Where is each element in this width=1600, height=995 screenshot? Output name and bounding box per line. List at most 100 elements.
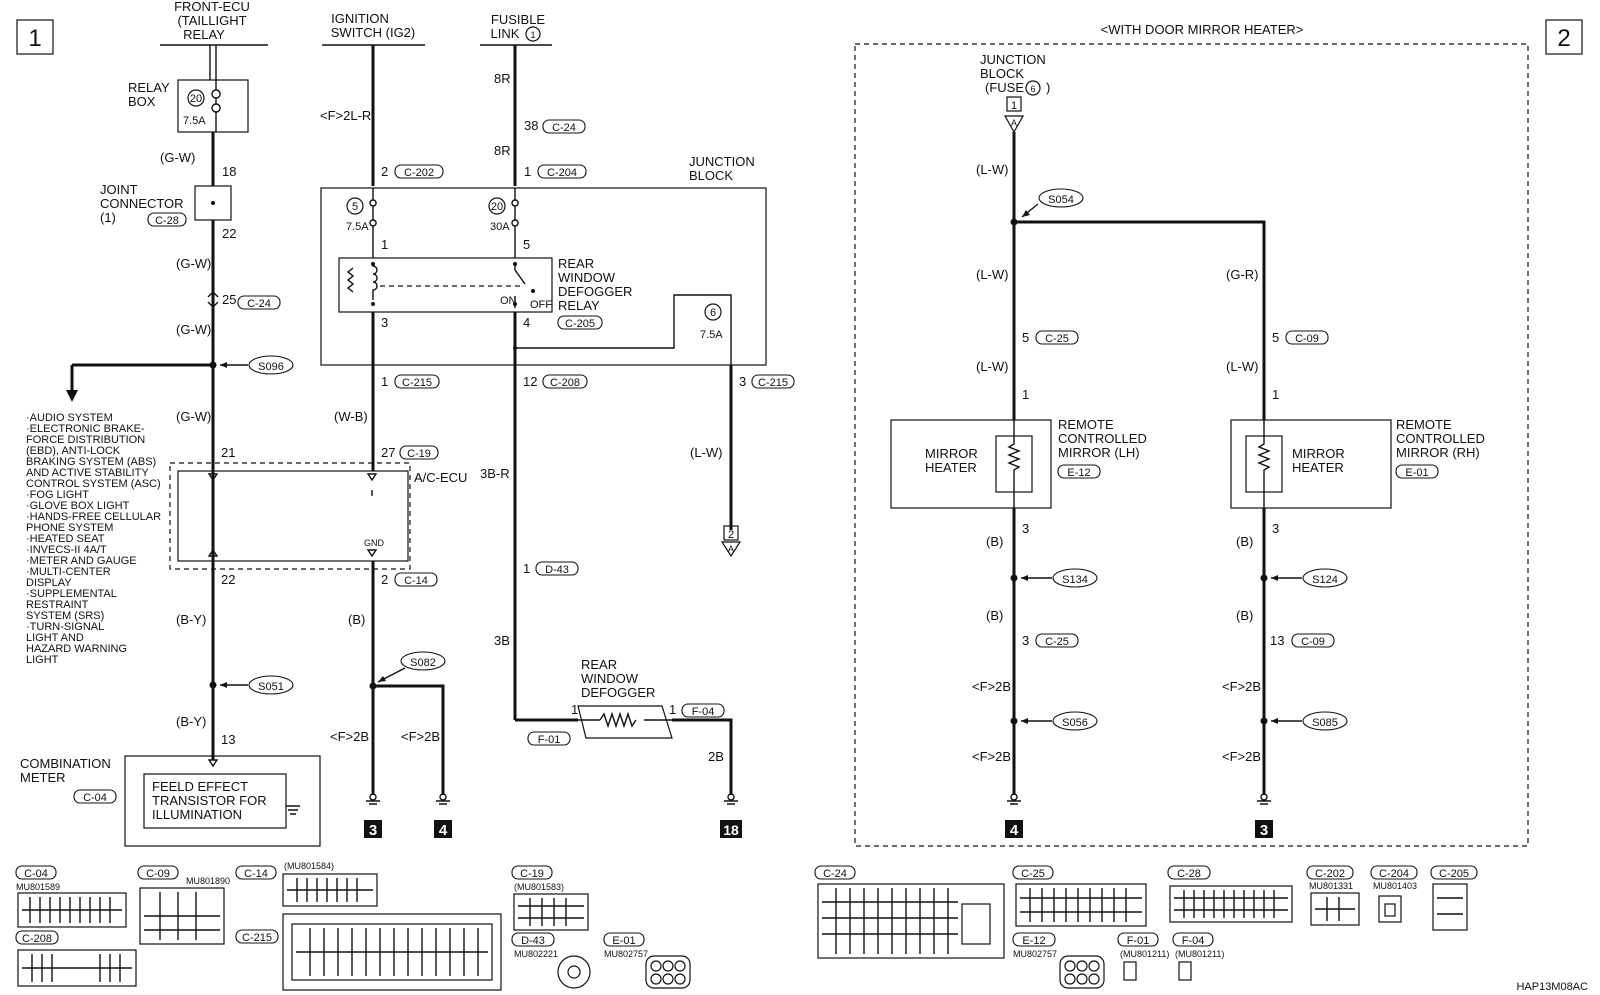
connector-view-c205: C-205: [1430, 865, 1478, 931]
front-ecu-label: FRONT-ECU (TAILLIGHT RELAY: [160, 0, 268, 46]
wire-lw-c: (L-W): [976, 267, 1009, 282]
fuse-20-amp: 30A: [490, 221, 510, 233]
cv-c25-name: C-25: [1021, 868, 1045, 880]
ground-4-left-label: 4: [439, 822, 448, 839]
cv-c04-name: C-04: [24, 868, 48, 880]
cv-c204-name: C-204: [1379, 868, 1409, 880]
page-marker-right: 2: [1545, 19, 1583, 55]
connector-view-c19: C-19 (MU801583): [511, 865, 589, 931]
splice-s085: S085: [1312, 717, 1338, 729]
wire-lw-a: (L-W): [690, 445, 723, 460]
mirror-lh-conn: E-12: [1067, 467, 1090, 479]
wire-3br: 3B-R: [480, 466, 510, 481]
wire-by-1: (B-Y): [176, 612, 206, 627]
mirror-lh-heater-line2: HEATER: [925, 460, 977, 475]
combination-meter-conn: C-04: [83, 792, 107, 804]
relay-line1: REAR: [558, 256, 594, 271]
wire-b-1: (B): [348, 612, 365, 627]
joint-connector-conn: C-28: [155, 215, 179, 227]
system-13: ·METER AND GAUGE: [26, 555, 137, 567]
wire-f2b-2: <F>2B: [401, 729, 440, 744]
mirror-rh-heater-line1: MIRROR: [1292, 446, 1345, 461]
system-12: ·INVECS-II 4A/T: [26, 544, 107, 556]
ground-3-right: 3: [1255, 793, 1273, 839]
pin-3-d: 3: [1272, 521, 1279, 536]
arrow-to-2-number: 2: [728, 529, 734, 541]
pin-25: 25: [222, 292, 236, 307]
system-19: ·TURN-SIGNAL: [26, 621, 104, 633]
pin-1-b: 1: [381, 237, 388, 252]
cv-d43-part: MU802221: [514, 949, 558, 959]
fusible-line1: FUSIBLE: [491, 12, 546, 27]
ignition-switch-label: IGNITION SWITCH (IG2): [322, 11, 425, 46]
connector-view-d43: D-43 MU802221: [511, 932, 591, 989]
fet-line1: FEELD EFFECT: [152, 779, 248, 794]
relay-box-line2: BOX: [128, 94, 156, 109]
defogger-line1: REAR: [581, 657, 617, 672]
connector-view-c09: C-09 MU801890: [137, 865, 230, 945]
pin-3-a: 3: [381, 315, 388, 330]
wire-by-2: (B-Y): [176, 714, 206, 729]
conn-c24-b: C-24: [552, 122, 576, 134]
joint-connector-line3: (1): [100, 210, 116, 225]
conn-c215-a: C-215: [402, 377, 432, 389]
fusible-number: 1: [530, 30, 535, 40]
wire-b-2: (B): [986, 534, 1003, 549]
pin-18: 18: [222, 164, 236, 179]
system-0: ·AUDIO SYSTEM: [26, 412, 113, 424]
fusible-link-label: FUSIBLE LINK 1: [480, 12, 552, 46]
cv-c205-name: C-205: [1439, 868, 1469, 880]
ground-4-right-label: 4: [1010, 822, 1019, 839]
pin-2-a: 2: [381, 164, 388, 179]
cv-c04-part: MU801589: [16, 882, 60, 892]
joint-connector-line1: JOINT: [100, 182, 138, 197]
conn-c202: C-202: [404, 167, 434, 179]
system-7: ·FOG LIGHT: [26, 489, 89, 501]
ground-3-label: 3: [369, 822, 377, 839]
connector-view-c215: C-215: [235, 913, 502, 991]
conn-f04: F-04: [692, 706, 715, 718]
fuse-20-number: 20: [491, 201, 503, 213]
ac-ecu-label: A/C-ECU: [414, 470, 467, 485]
wire-3b: 3B: [494, 633, 510, 648]
pin-1-a: 1: [524, 164, 531, 179]
conn-c14: C-14: [404, 575, 428, 587]
page-number-right: 2: [1557, 25, 1570, 52]
cv-e01-name: E-01: [612, 935, 635, 947]
mirror-rh-conn: E-01: [1405, 467, 1428, 479]
wire-f2b-1: <F>2B: [330, 729, 369, 744]
wire-b-4: (B): [986, 608, 1003, 623]
wire-gw-1: (G-W): [160, 150, 195, 165]
page-marker-left: 1: [16, 19, 54, 55]
junction-block-line2: BLOCK: [689, 168, 733, 183]
cv-c19-part: (MU801583): [514, 882, 564, 892]
conn-c09-b: C-09: [1301, 636, 1325, 648]
system-22: LIGHT: [26, 654, 59, 666]
system-3: (EBD), ANTI-LOCK: [26, 445, 121, 457]
relay-line3: DEFOGGER: [558, 284, 632, 299]
ground-18: 18: [720, 793, 742, 838]
connector-view-f01: F-01 (MU801211): [1117, 932, 1169, 981]
cv-c14-part: (MU801584): [284, 861, 334, 871]
cv-d43-name: D-43: [521, 935, 545, 947]
front-ecu-line1: FRONT-ECU: [174, 0, 250, 14]
system-14: ·MULTI-CENTER: [26, 566, 111, 578]
combination-meter-line2: METER: [20, 770, 66, 785]
ground-4-right: 4: [1005, 793, 1023, 839]
wire-b-3: (B): [1236, 534, 1253, 549]
pin-2-b: 2: [381, 572, 388, 587]
connector-view-c202: C-202 MU801331: [1306, 865, 1360, 926]
splice-s051: S051: [258, 681, 284, 693]
joint-connector-line2: CONNECTOR: [100, 196, 184, 211]
arrow-to-page-2: 2 A: [720, 525, 742, 558]
arrow-to-2-letter: A: [728, 544, 734, 554]
junction-block-line1: JUNCTION: [689, 154, 755, 169]
pin-3-e: 3: [1022, 633, 1029, 648]
system-16: ·SUPPLEMENTAL: [26, 588, 117, 600]
system-2: FORCE DISTRIBUTION: [26, 434, 145, 446]
system-20: LIGHT AND: [26, 632, 84, 644]
splice-s082: S082: [410, 657, 436, 669]
connector-view-c24: C-24: [814, 865, 1005, 959]
pin-27: 27: [381, 445, 395, 460]
mirror-lh-line1: REMOTE: [1058, 417, 1114, 432]
